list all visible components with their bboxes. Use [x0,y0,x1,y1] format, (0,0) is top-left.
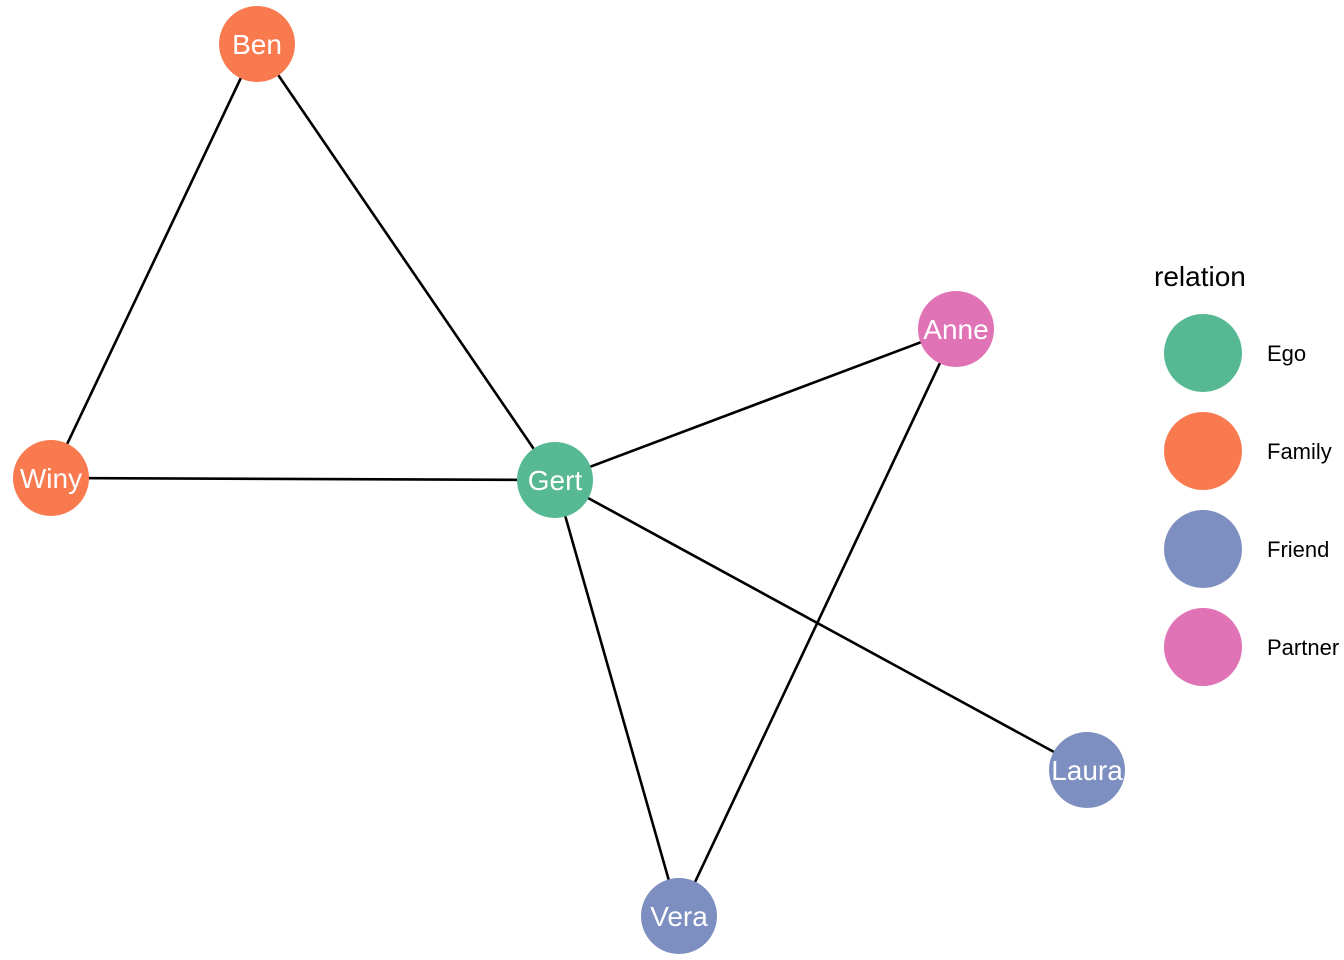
legend-label-ego: Ego [1267,341,1306,366]
legend-swatch-ego [1164,314,1242,392]
node-label-winy: Winy [20,463,82,494]
node-anne: Anne [918,291,994,367]
edge-ben-gert [255,43,557,481]
node-label-gert: Gert [528,465,583,496]
node-label-laura: Laura [1051,755,1123,786]
node-ben: Ben [219,6,295,82]
legend-swatch-family [1164,412,1242,490]
node-circle-vera [641,878,717,954]
legend-swatch-friend [1164,510,1242,588]
legend-swatch-partner [1164,608,1242,686]
legend-label-partner: Partner [1267,635,1339,660]
node-winy: Winy [13,440,89,516]
edge-winy-gert [50,476,556,482]
legend-title: relation [1154,261,1246,292]
node-circle-anne [918,291,994,367]
legend-label-family: Family [1267,439,1332,464]
edge-ben-winy [49,43,259,479]
node-label-anne: Anne [923,314,988,345]
node-circle-gert [517,442,593,518]
node-gert: Gert [517,442,593,518]
edge-gert-vera [553,479,681,917]
legend-item-friend: Friend [1164,510,1329,588]
node-label-ben: Ben [232,29,282,60]
node-label-vera: Vera [650,901,708,932]
node-circle-ben [219,6,295,82]
legend-item-partner: Partner [1164,608,1339,686]
edge-gert-laura [554,478,1088,772]
legend-item-family: Family [1164,412,1332,490]
legend-item-ego: Ego [1164,314,1306,392]
legend-label-friend: Friend [1267,537,1329,562]
edge-anne-vera [677,328,958,917]
edges-layer [49,43,1088,917]
edge-gert-anne [554,327,957,482]
node-laura: Laura [1049,732,1125,808]
node-circle-winy [13,440,89,516]
node-circle-laura [1049,732,1125,808]
node-vera: Vera [641,878,717,954]
